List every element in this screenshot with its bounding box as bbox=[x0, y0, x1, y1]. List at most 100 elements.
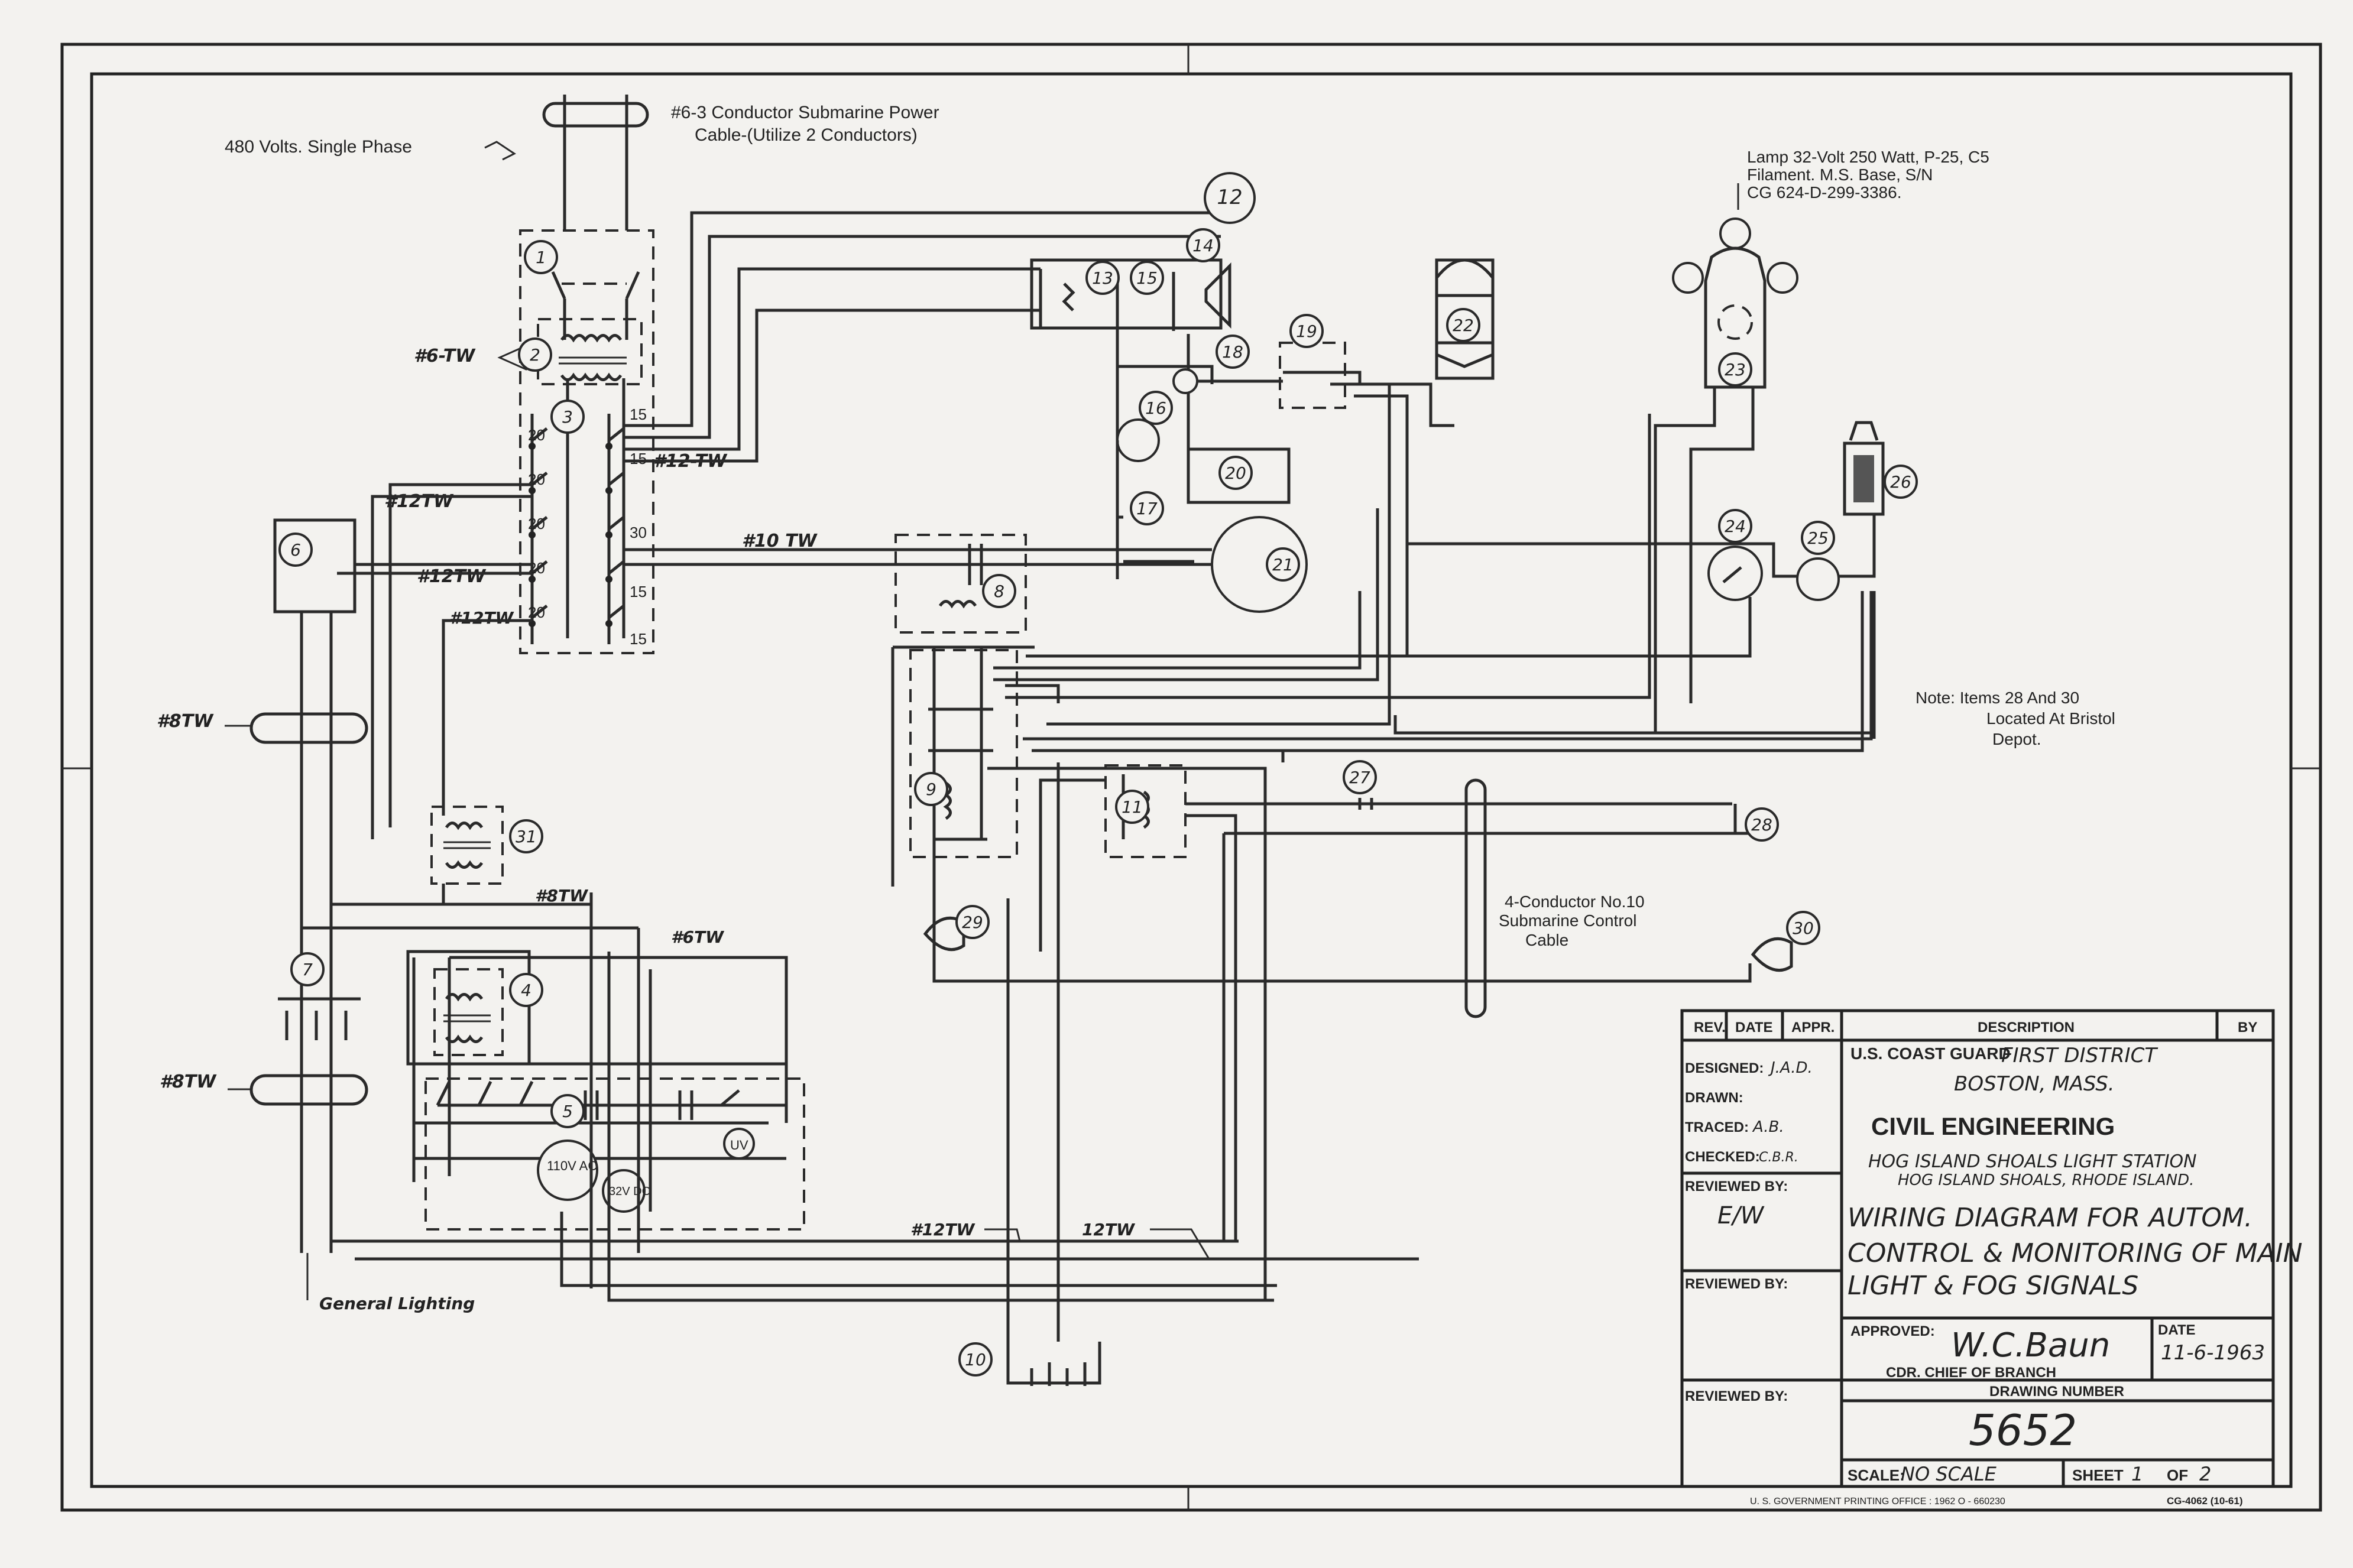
component-number: 20 bbox=[1225, 463, 1246, 483]
breaker-rating: 15 bbox=[630, 583, 647, 600]
component-bubble bbox=[1130, 261, 1164, 295]
battery-7 bbox=[278, 997, 361, 1046]
tb-title-1: WIRING DIAGRAM FOR AUTOM. bbox=[1848, 1203, 2252, 1233]
component-bubbles: 1234567891011121314151617181920212223242… bbox=[278, 172, 1918, 1377]
component-number: 22 bbox=[1453, 316, 1474, 335]
component-number: 13 bbox=[1092, 268, 1113, 288]
component-number: 17 bbox=[1136, 499, 1158, 518]
horn-14 bbox=[1204, 262, 1231, 329]
tb-dept: CIVIL ENGINEERING bbox=[1871, 1112, 2115, 1140]
component-number: 21 bbox=[1272, 555, 1294, 574]
tb-scale-label: SCALE: bbox=[1848, 1466, 1905, 1484]
tb-drawing-number-label: DRAWING NUMBER bbox=[1989, 1384, 2124, 1400]
component-bubble bbox=[1884, 465, 1918, 499]
breaker-rating: 15 bbox=[630, 630, 647, 648]
component-bubble bbox=[982, 574, 1016, 608]
note-line-1: Note: Items 28 And 30 bbox=[1916, 689, 2079, 707]
general-lighting-label: General Lighting bbox=[319, 1294, 475, 1313]
tb-reviewed-label: REVIEWED BY: bbox=[1685, 1276, 1788, 1292]
component-number: 19 bbox=[1296, 322, 1317, 341]
wire-label-12tw: #12TW bbox=[384, 491, 454, 512]
tb-reviewed-label: REVIEWED BY: bbox=[1685, 1388, 1788, 1404]
component-bubble bbox=[1718, 352, 1752, 387]
power-cable-note-2: Cable-(Utilize 2 Conductors) bbox=[695, 125, 918, 145]
wire-label-12tw: #12TW bbox=[910, 1220, 975, 1239]
tb-of-value: 2 bbox=[2199, 1463, 2211, 1485]
component-number: 1 bbox=[536, 248, 546, 267]
wire-label-8tw: #8TW bbox=[157, 711, 214, 732]
component-bubble bbox=[518, 337, 552, 372]
component-6-box bbox=[273, 518, 356, 613]
control-cable-note-2: Submarine Control bbox=[1499, 911, 1636, 930]
component-number: 4 bbox=[521, 981, 531, 1000]
box-20 bbox=[1187, 334, 1291, 504]
component-bubble bbox=[914, 772, 948, 806]
tb-scale-value: NO SCALE bbox=[1901, 1463, 1997, 1485]
component-bubble bbox=[1266, 547, 1300, 582]
transformer-31-box bbox=[430, 806, 504, 885]
tb-checked-label: CHECKED: bbox=[1685, 1149, 1760, 1165]
footer-printer: U. S. GOVERNMENT PRINTING OFFICE : 1962 … bbox=[1750, 1496, 2005, 1507]
component-bubble bbox=[1801, 521, 1835, 555]
note-line-2: Located At Bristol bbox=[1986, 709, 2115, 728]
component-bubble bbox=[1218, 456, 1253, 490]
component-number: 29 bbox=[962, 913, 983, 932]
tb-date-value: 11-6-1963 bbox=[2161, 1341, 2265, 1365]
control-cable-note-1: 4-Conductor No.10 bbox=[1505, 892, 1645, 911]
component-bubble bbox=[278, 533, 313, 567]
wire-label-12tw: #12TW bbox=[449, 608, 514, 628]
component-bubble bbox=[1786, 911, 1820, 945]
wire-label-6tw: #6TW bbox=[671, 927, 724, 947]
tb-header-appr: APPR. bbox=[1791, 1020, 1835, 1035]
note-line-3: Depot. bbox=[1992, 730, 2041, 748]
horn-assembly-box bbox=[1030, 258, 1223, 330]
tb-date-label: DATE bbox=[2158, 1322, 2196, 1338]
cable-8tw-upper bbox=[249, 712, 368, 744]
panel-5-box bbox=[424, 1077, 805, 1231]
component-bubble bbox=[509, 973, 543, 1007]
component-bubble bbox=[958, 1342, 993, 1377]
tb-checked-value: C.B.R. bbox=[1759, 1150, 1798, 1165]
component-number: 14 bbox=[1192, 236, 1214, 255]
component-bubble bbox=[1139, 391, 1173, 425]
footer-form: CG-4062 (10-61) bbox=[2167, 1495, 2243, 1507]
component-number: 10 bbox=[965, 1350, 986, 1369]
tb-chief: CDR. CHIEF OF BRANCH bbox=[1886, 1365, 2056, 1381]
battery-10 bbox=[1006, 762, 1101, 1386]
tb-of-label: OF bbox=[2167, 1466, 2188, 1484]
fog-horn-30 bbox=[1751, 937, 1793, 972]
meter-dc-label: 32V DC bbox=[609, 1185, 650, 1198]
wire-label-10tw: #10 TW bbox=[742, 531, 818, 551]
component-bubble bbox=[550, 400, 585, 434]
tb-station-1: HOG ISLAND SHOALS LIGHT STATION bbox=[1868, 1151, 2197, 1172]
power-cable-note-1: #6-3 Conductor Submarine Power bbox=[671, 103, 939, 122]
component-number: 27 bbox=[1349, 768, 1370, 787]
tb-district: FIRST DISTRICT bbox=[2001, 1044, 2158, 1067]
breaker-rating: 20 bbox=[528, 603, 545, 621]
component-number: 5 bbox=[562, 1102, 573, 1121]
component-number: 18 bbox=[1222, 342, 1243, 362]
component-bubble bbox=[1186, 228, 1220, 262]
photocell-26 bbox=[1843, 421, 1885, 516]
outer-border bbox=[60, 43, 2322, 1512]
component-bubble bbox=[509, 819, 543, 853]
component-number: 8 bbox=[994, 582, 1004, 601]
meter-dc bbox=[602, 1169, 646, 1213]
component-number: 26 bbox=[1890, 472, 1911, 492]
tb-drawing-number: 5652 bbox=[1969, 1405, 2077, 1455]
component-bubble bbox=[524, 240, 558, 274]
submarine-power-cable bbox=[542, 102, 649, 128]
tb-title-3: LIGHT & FOG SIGNALS bbox=[1848, 1271, 2138, 1301]
component-bubble bbox=[955, 905, 990, 939]
component-number: 16 bbox=[1145, 398, 1166, 418]
component-number: 2 bbox=[530, 345, 540, 365]
tb-designed-label: DESIGNED: bbox=[1685, 1060, 1764, 1076]
component-bubble bbox=[1343, 760, 1377, 794]
component-bubble bbox=[1718, 509, 1752, 543]
tb-sheet-label: SHEET bbox=[2072, 1466, 2124, 1484]
relay-8-box bbox=[894, 534, 1027, 634]
relay-9-box bbox=[909, 649, 1018, 858]
wire-label-12tw: #12TW bbox=[417, 566, 487, 587]
breaker-rating: 20 bbox=[528, 515, 545, 533]
